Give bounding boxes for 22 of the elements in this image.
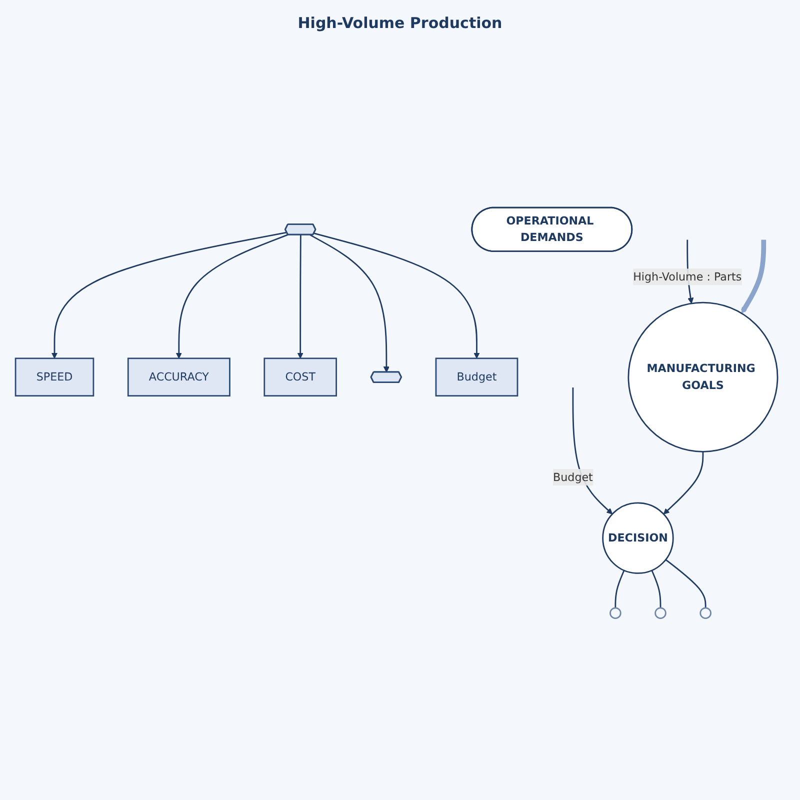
note-text: High-Volume Production [298,14,502,32]
arrow [740,240,766,314]
node-circle: MANUFACTURING GOALS [628,302,778,452]
node-box: Budget [435,358,518,397]
arrow [314,232,480,359]
node-circle [610,607,622,620]
edge-label: High-Volume : Parts [633,270,742,284]
connector [665,559,706,608]
arrow [297,235,304,359]
arrow [51,232,287,359]
node-circle [654,607,666,620]
arrow [663,452,704,514]
edge-label: Budget [553,470,593,484]
node-box: COST [264,358,337,397]
arrow [310,234,390,373]
node-box: SPEED [14,358,94,397]
connector [614,570,625,608]
connector [651,570,662,608]
arrow [176,234,288,359]
node-box: ACCURACY [127,358,230,397]
node-circle: DECISION [602,502,674,574]
node-circle [700,607,712,620]
